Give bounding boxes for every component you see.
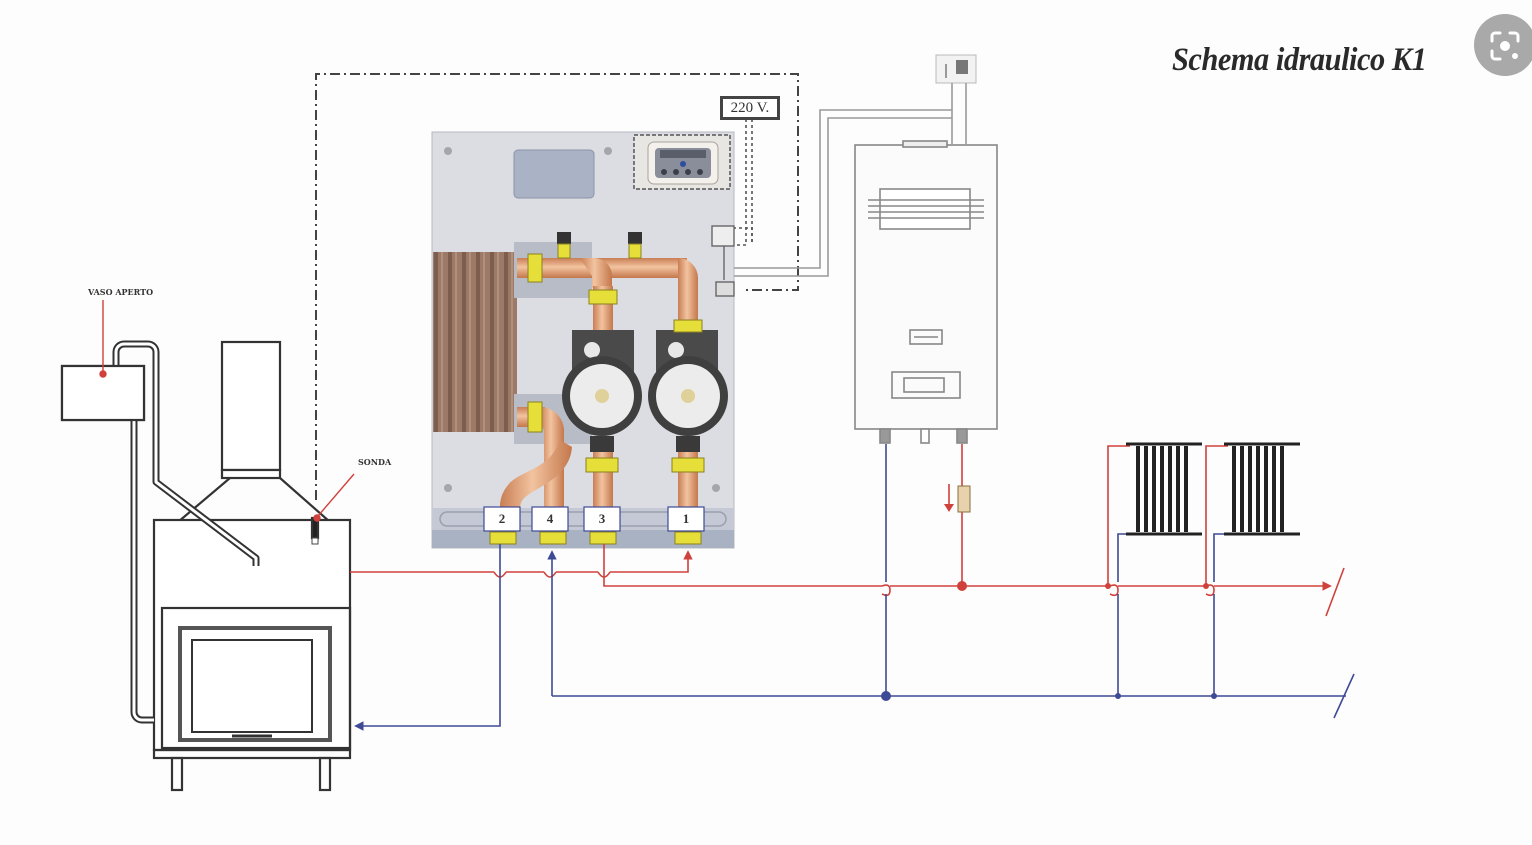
- thermo-fireplace: [152, 340, 352, 792]
- room-thermostat: [935, 54, 977, 84]
- radiator-2: [1224, 442, 1300, 536]
- control-wiring-boundary: [315, 73, 799, 500]
- module-port-4: 4: [546, 511, 554, 526]
- wall-boiler: [854, 140, 998, 444]
- lens-icon: [1490, 31, 1520, 61]
- circulation-pump-2: [648, 330, 728, 452]
- return-junctions: [881, 691, 1217, 701]
- plate-heat-exchanger: [433, 242, 592, 444]
- diagram-title: Schema idraulico K1: [1172, 42, 1427, 78]
- module-port-2: 2: [498, 511, 506, 526]
- module-port-1: 1: [682, 511, 690, 526]
- port-label-boxes: [483, 506, 705, 532]
- vessel-safety-pipes-inner: [114, 342, 258, 722]
- open-vessel-label: VASO APERTO: [88, 287, 154, 297]
- circulation-pump-1: [562, 330, 642, 452]
- radiator-1: [1126, 442, 1202, 536]
- air-vents: [557, 232, 642, 259]
- wiring-junction: [711, 225, 735, 297]
- control-unit: [633, 134, 731, 190]
- probe-label: SONDA: [358, 457, 392, 467]
- pipe-fittings: [489, 253, 705, 545]
- power-supply-label: 220 V.: [721, 97, 779, 119]
- visual-search-button[interactable]: [1474, 14, 1532, 76]
- control-cables: [734, 83, 967, 277]
- module-port-3: 3: [598, 511, 606, 526]
- power-wiring: [730, 119, 753, 246]
- boiler-valve: [944, 484, 971, 513]
- supply-lines: [350, 444, 1345, 617]
- supply-junctions: [957, 581, 1209, 591]
- label-pointers: [99, 300, 355, 522]
